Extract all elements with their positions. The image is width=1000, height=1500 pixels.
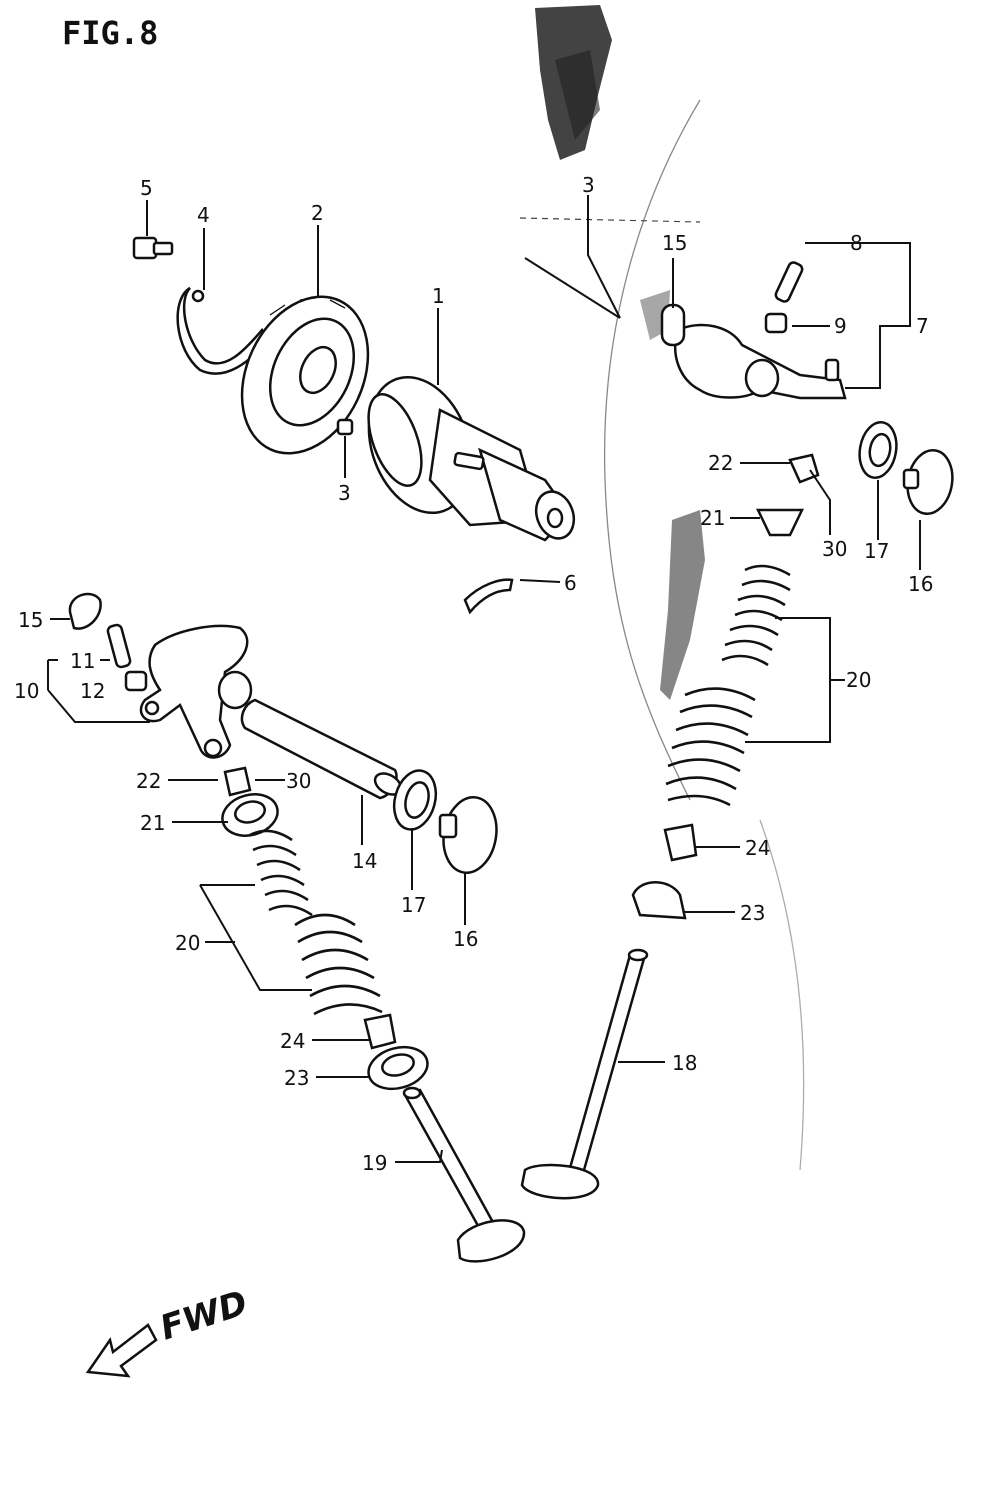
- callout-3-pin: 3: [338, 481, 351, 505]
- callout-3-upper: 3: [582, 173, 595, 197]
- seal-22-right: [788, 453, 820, 484]
- callout-15-left: 15: [18, 608, 43, 632]
- seat-23-right: [631, 881, 687, 920]
- figure-title: FIG.8: [62, 14, 158, 52]
- seal-22-left: [223, 766, 252, 797]
- callout-16-right: 16: [908, 572, 933, 596]
- callout-21-right: 21: [700, 506, 725, 530]
- callout-20-right: 20: [846, 668, 871, 692]
- spring-20-right-outer: [665, 687, 756, 807]
- camshaft-1: [367, 375, 576, 542]
- callout-6: 6: [564, 571, 577, 595]
- callout-15-right: 15: [662, 231, 687, 255]
- callout-24-left: 24: [280, 1029, 305, 1053]
- cap-16-left: [438, 796, 498, 874]
- callout-14: 14: [352, 849, 377, 873]
- valve-shim-17-right: [858, 420, 898, 480]
- clip-6: [463, 578, 514, 615]
- rocker-shaft-14: [240, 698, 403, 800]
- fwd-label: FWD: [155, 1283, 252, 1349]
- callout-1: 1: [432, 284, 445, 308]
- scan-noise: [519, 5, 805, 1171]
- exhaust-valve-18: [520, 948, 649, 1200]
- seal-24-left: [363, 1013, 397, 1050]
- callout-19: 19: [362, 1151, 387, 1175]
- nut-12: [124, 670, 148, 692]
- leader-lines: [47, 195, 921, 1163]
- callout-7: 7: [916, 314, 929, 338]
- valve-shim-17-left: [392, 769, 438, 831]
- callout-21-left: 21: [140, 811, 165, 835]
- rocker-arm-7: [673, 323, 847, 400]
- spring-20-right-inner: [721, 564, 791, 667]
- callout-23-right: 23: [740, 901, 765, 925]
- o-ring-15-left: [68, 592, 102, 630]
- callout-12: 12: [80, 679, 105, 703]
- callout-18: 18: [672, 1051, 697, 1075]
- callout-16-left: 16: [453, 927, 478, 951]
- callout-8: 8: [850, 231, 863, 255]
- adjusting-screw-8: [774, 261, 804, 303]
- callout-20-left: 20: [175, 931, 200, 955]
- cap-16-right: [902, 449, 954, 515]
- bolt-5: [132, 236, 174, 260]
- callout-30-right: 30: [822, 537, 847, 561]
- o-ring-15-right: [660, 303, 686, 347]
- callout-24-right: 24: [745, 836, 770, 860]
- callout-30-left: 30: [286, 769, 311, 793]
- adjusting-screw-11: [106, 623, 132, 669]
- spring-20-left-outer: [294, 913, 383, 1016]
- retainer-21-right: [756, 508, 804, 537]
- callout-17-left: 17: [401, 893, 426, 917]
- sprocket-2: [240, 295, 370, 455]
- callout-10: 10: [14, 679, 39, 703]
- spring-20-left-inner: [249, 829, 313, 917]
- callout-5-bolt: 5: [140, 176, 153, 200]
- callout-22-left: 22: [136, 769, 161, 793]
- seal-24-right: [663, 823, 698, 862]
- seat-23-left: [367, 1045, 429, 1091]
- callout-4: 4: [197, 203, 210, 227]
- fwd-arrow-icon: [85, 1323, 158, 1378]
- callout-23-left: 23: [284, 1066, 309, 1090]
- nut-9: [764, 312, 788, 334]
- intake-valve-19: [402, 1086, 526, 1263]
- callout-9: 9: [834, 314, 847, 338]
- callout-numbers: 5 4 2 1 3 6 3 15 8 9 7 22 21 30 17 16 20…: [14, 173, 933, 1175]
- callout-11: 11: [70, 649, 95, 673]
- callout-17-right: 17: [864, 539, 889, 563]
- callout-2: 2: [311, 201, 324, 225]
- pin-3: [336, 418, 354, 436]
- rocker-arm-10: [139, 624, 253, 759]
- callout-22-right: 22: [708, 451, 733, 475]
